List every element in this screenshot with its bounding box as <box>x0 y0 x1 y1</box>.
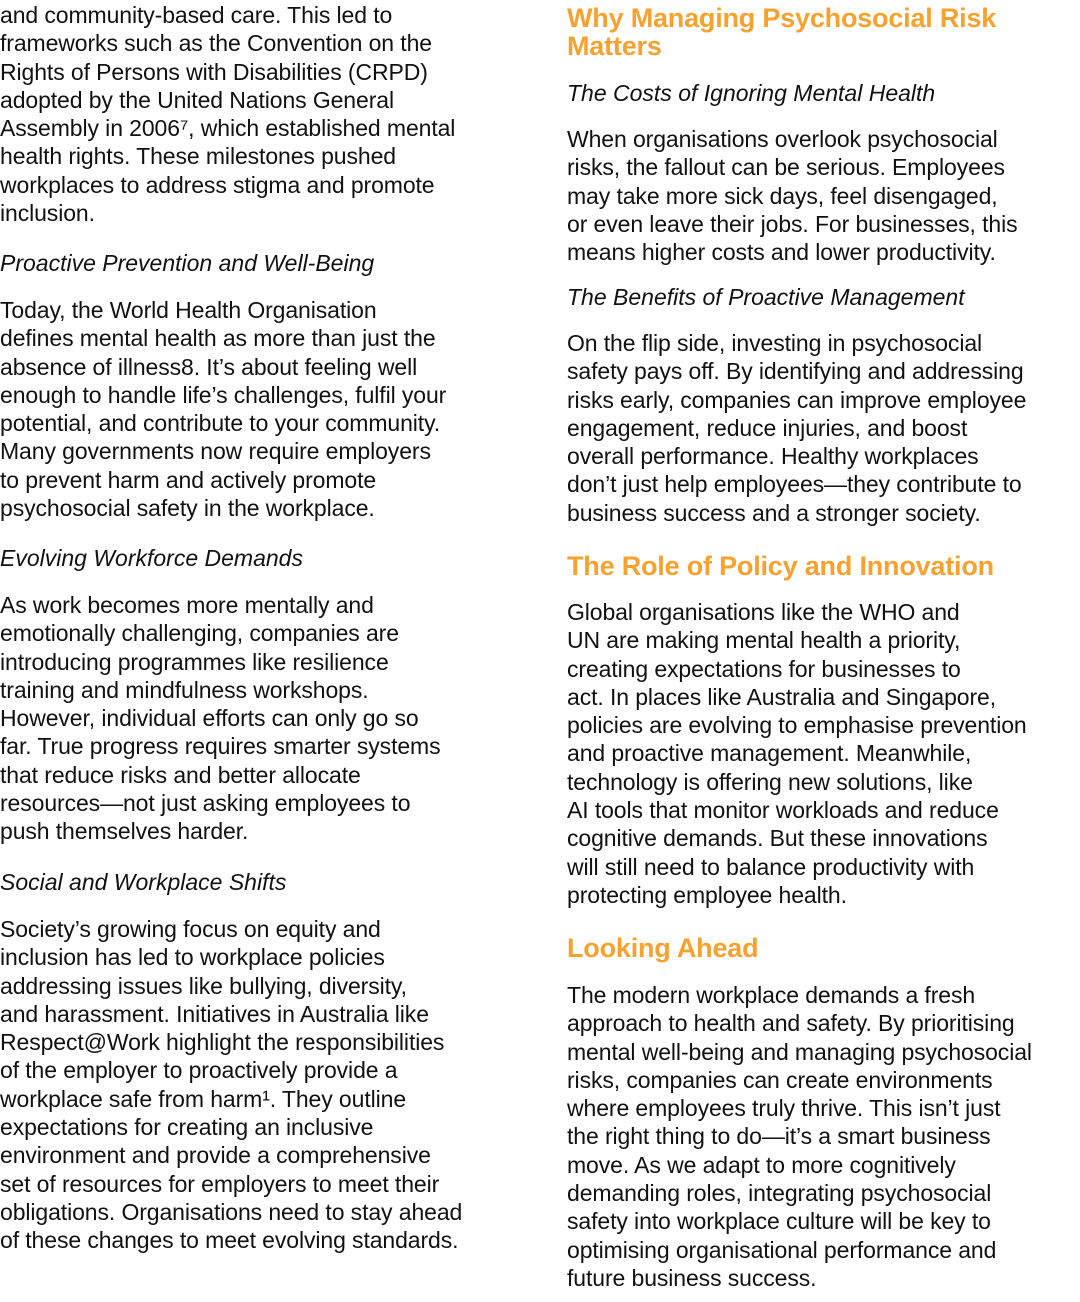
subheading-costs: The Costs of Ignoring Mental Health <box>567 80 936 106</box>
paragraph-proactive-prevention: Today, the World Health Organisation def… <box>0 297 447 522</box>
subheading-proactive-prevention: Proactive Prevention and Well-Being <box>0 250 375 276</box>
subheading-social-shifts: Social and Workplace Shifts <box>0 869 287 895</box>
heading-looking-ahead: Looking Ahead <box>567 933 759 963</box>
paragraph-policy-innovation: Global organisations like the WHO and UN… <box>567 599 1027 908</box>
paragraph-costs: When organisations overlook psychosocial… <box>567 126 1018 266</box>
subheading-evolving-workforce: Evolving Workforce Demands <box>0 545 303 571</box>
paragraph-benefits: On the flip side, investing in psychosoc… <box>567 330 1027 526</box>
paragraph-evolving-workforce: As work becomes more mentally and emotio… <box>0 592 441 845</box>
subheading-benefits: The Benefits of Proactive Management <box>567 284 965 310</box>
heading-policy-innovation: The Role of Policy and Innovation <box>567 551 994 581</box>
paragraph-looking-ahead: The modern workplace demands a fresh app… <box>567 982 1032 1291</box>
intro-paragraph: and community-based care. This led to fr… <box>0 2 456 227</box>
paragraph-social-shifts: Society’s growing focus on equity and in… <box>0 916 463 1254</box>
heading-why-managing-risk: Why Managing Psychosocial Risk Matters <box>567 3 997 61</box>
